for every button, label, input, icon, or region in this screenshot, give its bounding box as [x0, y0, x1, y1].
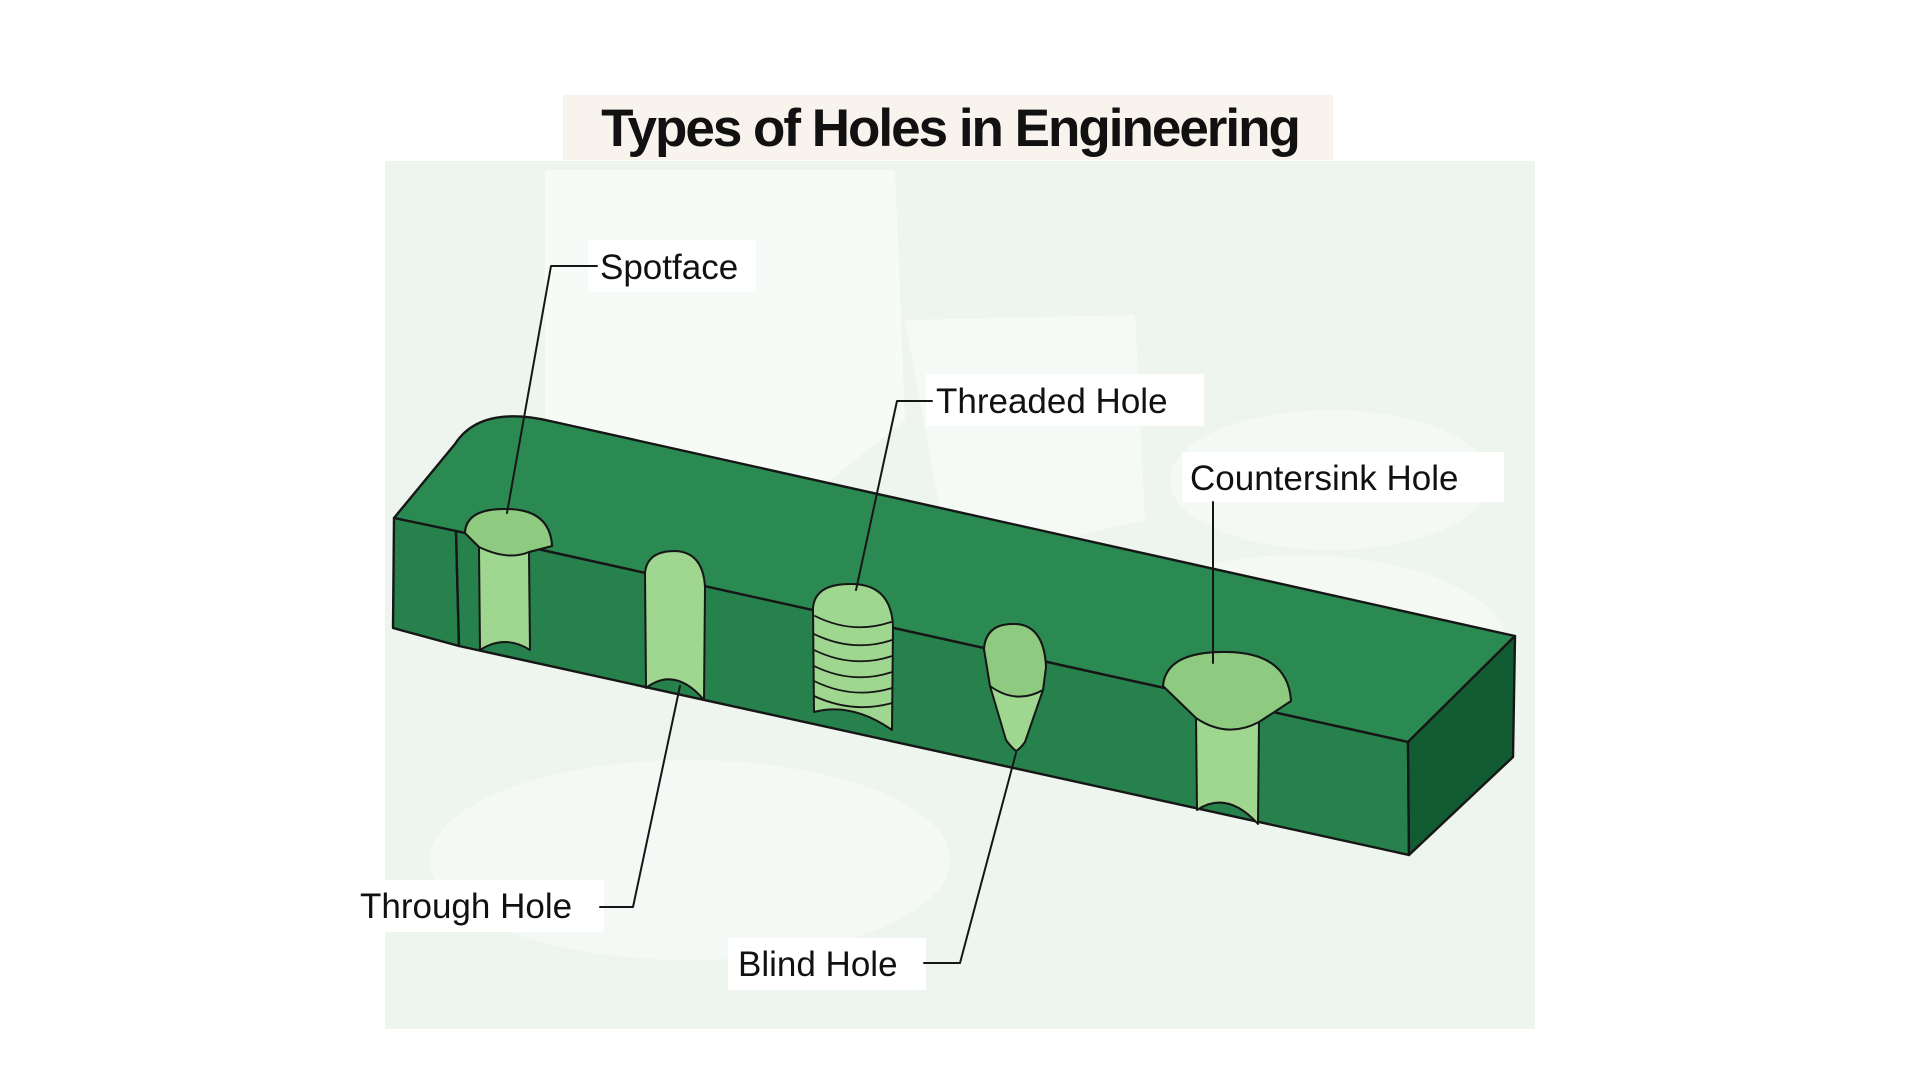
countersink-label-box [1182, 452, 1504, 502]
through-label-box [350, 880, 604, 932]
page-title: Types of Holes in Engineering [601, 99, 1299, 158]
blind-leader-line [923, 752, 1017, 964]
spotface-label-box [588, 240, 756, 292]
thread-ridge [813, 649, 893, 663]
countersink-cone [1162, 650, 1292, 731]
countersink-hole-label: Countersink Hole [1190, 459, 1458, 498]
spotface-leader-line [506, 265, 598, 514]
title-background [563, 95, 1333, 160]
through-hole [644, 550, 706, 701]
threaded-hole-bore [812, 582, 894, 731]
threaded-leader-line [855, 400, 933, 591]
thread-ridge [813, 633, 893, 647]
block-left-chamfer-face [391, 516, 461, 648]
threaded-hole [812, 582, 894, 731]
thread-ridge [813, 680, 893, 694]
blind-hole-mouth [983, 622, 1047, 698]
countersink-hole [1162, 650, 1292, 825]
thread-ridge [814, 615, 892, 629]
threaded-label-box [926, 374, 1204, 426]
blind-hole-label: Blind Hole [738, 945, 898, 984]
thread-ridge [813, 695, 893, 709]
spotface-label: Spotface [600, 248, 738, 287]
spotface-recess [464, 507, 553, 557]
block-right-end-face [1406, 634, 1517, 857]
blind-label-box [728, 938, 926, 990]
spotface-hole [464, 507, 553, 651]
threaded-hole-label: Threaded Hole [936, 382, 1168, 421]
thread-ridge [813, 665, 893, 679]
through-hole-bore [644, 550, 706, 701]
through-hole-label: Through Hole [360, 887, 572, 926]
through-leader-line [599, 685, 681, 908]
blind-hole [983, 622, 1047, 752]
